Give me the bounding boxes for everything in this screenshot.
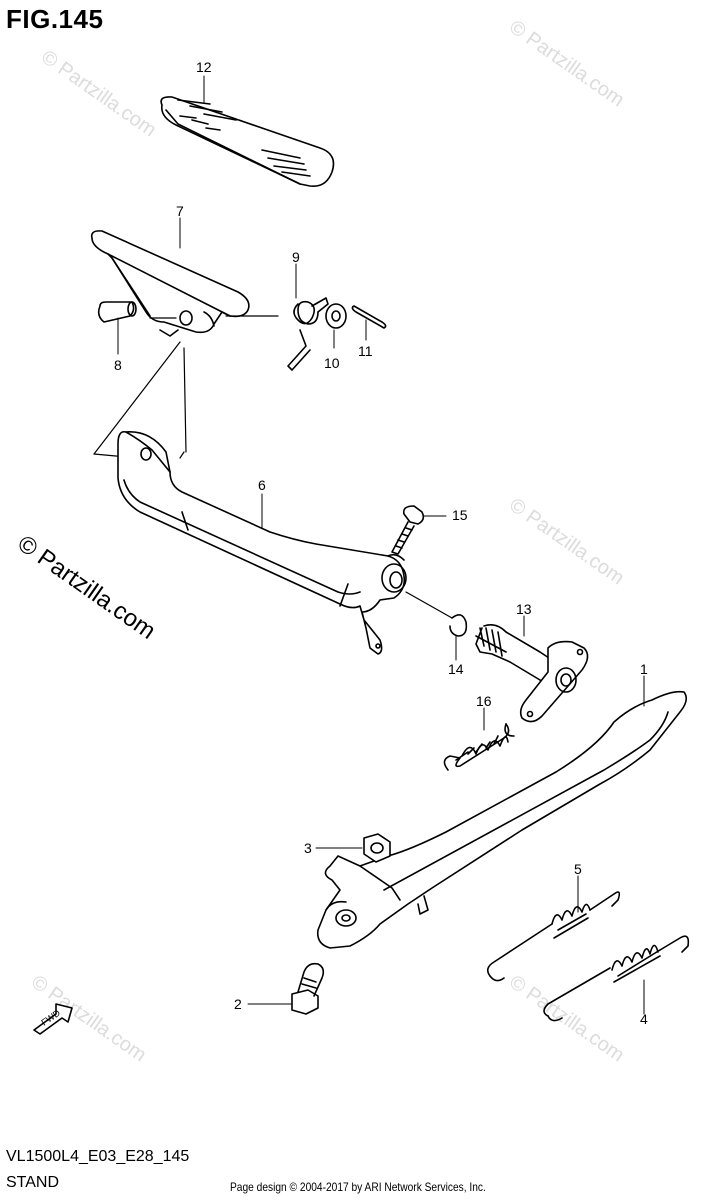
- watermark-middle-right: © Partzilla.com: [505, 494, 628, 589]
- watermark-top-right: © Partzilla.com: [505, 16, 628, 111]
- part-12-footrest-rubber: [160, 96, 335, 188]
- callout-10: 10: [324, 355, 340, 371]
- part-9-spring: [287, 297, 329, 371]
- watermark-top-middle: © Partzilla.com: [37, 46, 160, 141]
- callout-16: 16: [476, 693, 492, 709]
- callout-8: 8: [114, 357, 122, 373]
- callout-numbers: 12 7 9 10 11 8 6 15 13 14 16 1 3 5 2 4: [114, 59, 648, 1027]
- part-2-pivot-bolt: [291, 962, 325, 1015]
- callout-11: 11: [358, 343, 373, 359]
- part-11-cotter-pin: [351, 305, 387, 329]
- figure-title: FIG.145: [6, 4, 104, 34]
- callout-13: 13: [516, 601, 532, 617]
- callout-7: 7: [176, 203, 184, 219]
- part-1-side-stand: [316, 690, 688, 949]
- part-3-nut: [363, 833, 391, 863]
- part-15-bolt: [391, 505, 425, 555]
- figure-name: STAND: [6, 1174, 60, 1191]
- callout-2: 2: [234, 996, 242, 1012]
- part-5-spring: [486, 891, 621, 982]
- part-13-shaft: [475, 624, 589, 723]
- callout-9: 9: [292, 249, 300, 265]
- guide-lines: [93, 315, 279, 459]
- callout-3: 3: [304, 840, 312, 856]
- callout-1: 1: [640, 661, 648, 677]
- page-credit: Page design © 2004-2017 by ARI Network S…: [230, 1180, 486, 1194]
- part-4-spring: [543, 935, 690, 1022]
- part-14-circlip: [449, 614, 468, 637]
- callout-12: 12: [196, 59, 212, 75]
- part-7-footrest-bracket: [90, 230, 250, 337]
- part-6-bracket-arm: [117, 430, 407, 655]
- watermark-bottom-right: © Partzilla.com: [505, 971, 628, 1066]
- callout-14: 14: [448, 661, 464, 677]
- callout-leaders: [117, 75, 645, 1015]
- callout-5: 5: [574, 861, 582, 877]
- callout-4: 4: [640, 1011, 648, 1027]
- fwd-arrow-icon: FWD: [33, 1003, 73, 1035]
- figure-code: VL1500L4_E03_E28_145: [6, 1148, 190, 1165]
- part-10-washer: [325, 303, 347, 329]
- part-8-pin: [97, 301, 137, 323]
- part-16-spring: [443, 723, 515, 771]
- guide-line-shaft: [405, 591, 453, 619]
- callout-15: 15: [452, 507, 468, 523]
- callout-6: 6: [258, 477, 266, 493]
